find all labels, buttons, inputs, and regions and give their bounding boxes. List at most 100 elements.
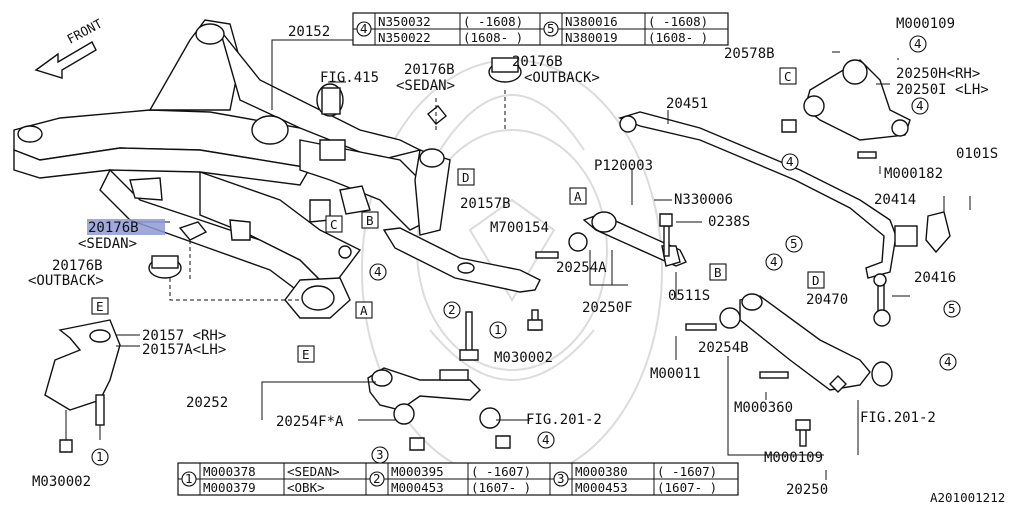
label-20254f: 20254F*A <box>276 414 344 430</box>
upper-arm-20250h <box>781 59 911 159</box>
label-20451: 20451 <box>666 96 708 112</box>
callout-e-2: E <box>302 347 310 362</box>
label-outback-top: <OUTBACK> <box>524 70 600 86</box>
label-m000182: M000182 <box>884 166 943 182</box>
part-labels: 20152 FIG.415 20176B <SEDAN> 20176B <OUT… <box>28 16 1005 505</box>
label-20470: 20470 <box>806 292 848 308</box>
callout-4-c: 4 <box>786 154 794 169</box>
table-top-r1-c2: ( -1608) <box>463 14 523 29</box>
front-label: FRONT <box>64 16 105 47</box>
bushing-20176b-left <box>148 221 300 301</box>
table-top-r2-c4: (1608- ) <box>648 30 708 45</box>
plate-20157b <box>338 227 541 293</box>
label-20157b: 20157B <box>460 196 511 212</box>
label-m000109-top: M000109 <box>896 16 955 32</box>
callout-3-a: 3 <box>376 447 384 462</box>
table-top-r1-c3: N380016 <box>565 14 618 29</box>
table-bottom-r1-c6: ( -1607) <box>657 464 717 479</box>
label-outback-left: <OUTBACK> <box>28 273 104 289</box>
label-0238s: 0238S <box>708 214 750 230</box>
table-bottom-num-2: 2 <box>373 471 381 486</box>
label-20250f: 20250F <box>582 300 633 316</box>
callout-1-a: 1 <box>494 322 502 337</box>
stabilizer-bar-20451 <box>617 111 951 279</box>
label-20176b-outback-top: 20176B <box>512 54 563 70</box>
table-bottom-r2-c4: (1607- ) <box>471 480 531 495</box>
label-fig201-right: FIG.201-2 <box>860 410 936 426</box>
label-20252: 20252 <box>186 395 228 411</box>
callout-e-1: E <box>96 299 104 314</box>
callout-5-b: 5 <box>948 301 956 316</box>
label-20176b-outback-left: 20176B <box>52 258 103 274</box>
callout-d-2: D <box>812 273 820 288</box>
table-bottom-num-1: 1 <box>185 471 193 486</box>
label-m00011: M00011 <box>650 366 701 382</box>
bushing-20176b-top <box>316 57 522 125</box>
callout-4-d: 4 <box>374 264 382 279</box>
label-m000360: M000360 <box>734 400 793 416</box>
label-20254b: 20254B <box>698 340 749 356</box>
arm-20250f <box>535 211 687 267</box>
selected-part-highlight <box>87 219 165 235</box>
table-top-r1-c1: N350032 <box>378 14 431 29</box>
label-20254a: 20254A <box>556 260 607 276</box>
label-m700154: M700154 <box>490 220 549 236</box>
bolt-20157b <box>459 309 543 361</box>
label-m030002-left: M030002 <box>32 474 91 490</box>
callout-d-1: D <box>462 170 470 185</box>
callout-b-1: B <box>366 213 374 228</box>
table-bottom-num-3: 3 <box>557 471 565 486</box>
letter-callouts: D C A C B B D E A E <box>91 67 825 363</box>
label-20578b: 20578B <box>724 46 775 62</box>
callout-5-a: 5 <box>790 236 798 251</box>
label-20250h: 20250H<RH> <box>896 66 980 82</box>
label-sedan-top: <SEDAN> <box>396 78 455 94</box>
number-callouts: 4 4 4 4 4 4 4 5 5 2 1 1 3 <box>91 35 961 466</box>
callout-c-1: C <box>784 69 792 84</box>
label-20176b-sedan-left: 20176B <box>88 220 139 236</box>
table-bottom-r1-c3: M000395 <box>391 464 444 479</box>
label-20152: 20152 <box>288 24 330 40</box>
spec-table-top: 4 N350032 ( -1608) N350022 (1608- ) 5 N3… <box>352 12 729 46</box>
label-n330006: N330006 <box>674 192 733 208</box>
callout-4-a: 4 <box>914 36 922 51</box>
table-bottom-r1-c5: M000380 <box>575 464 628 479</box>
callout-4-e: 4 <box>770 254 778 269</box>
label-m000109-bottom: M000109 <box>764 450 823 466</box>
table-top-num-4: 4 <box>360 21 368 36</box>
label-fig201-mid: FIG.201-2 <box>526 412 602 428</box>
label-20157: 20157 <RH> <box>142 328 226 344</box>
table-bottom-r2-c6: (1607- ) <box>657 480 717 495</box>
label-20176b-sedan-top: 20176B <box>404 62 455 78</box>
table-top-num-5: 5 <box>547 21 555 36</box>
lower-arm-20250 <box>685 293 893 447</box>
label-sedan-left: <SEDAN> <box>78 236 137 252</box>
callout-4-f: 4 <box>944 354 952 369</box>
table-bottom-r1-c1: M000378 <box>203 464 256 479</box>
callout-c-2: C <box>330 217 338 232</box>
bracket-20157 <box>44 319 121 453</box>
table-top-r2-c3: N380019 <box>565 30 618 45</box>
stabilizer-link-20470 <box>873 273 891 327</box>
table-bottom-r2-c3: M000453 <box>391 480 444 495</box>
label-20416: 20416 <box>914 270 956 286</box>
callout-b-2: B <box>714 265 722 280</box>
label-p120003: P120003 <box>594 158 653 174</box>
label-20414: 20414 <box>874 192 916 208</box>
label-0101s: 0101S <box>956 146 998 162</box>
table-bottom-r1-c2: <SEDAN> <box>287 464 340 479</box>
label-fig415: FIG.415 <box>320 70 379 86</box>
table-bottom-r2-c1: M000379 <box>203 480 256 495</box>
diagram-id: A201001212 <box>930 490 1005 505</box>
table-bottom-r1-c4: ( -1607) <box>471 464 531 479</box>
label-0511s: 0511S <box>668 288 710 304</box>
callout-4-g: 4 <box>542 432 550 447</box>
label-m030002-mid: M030002 <box>494 350 553 366</box>
table-bottom-r2-c2: <OBK> <box>287 480 325 495</box>
callout-2-a: 2 <box>448 302 456 317</box>
label-20250i: 20250I <LH> <box>896 82 989 98</box>
table-top-r2-c2: (1608- ) <box>463 30 523 45</box>
label-20157a: 20157A<LH> <box>142 342 226 358</box>
table-top-r2-c1: N350022 <box>378 30 431 45</box>
